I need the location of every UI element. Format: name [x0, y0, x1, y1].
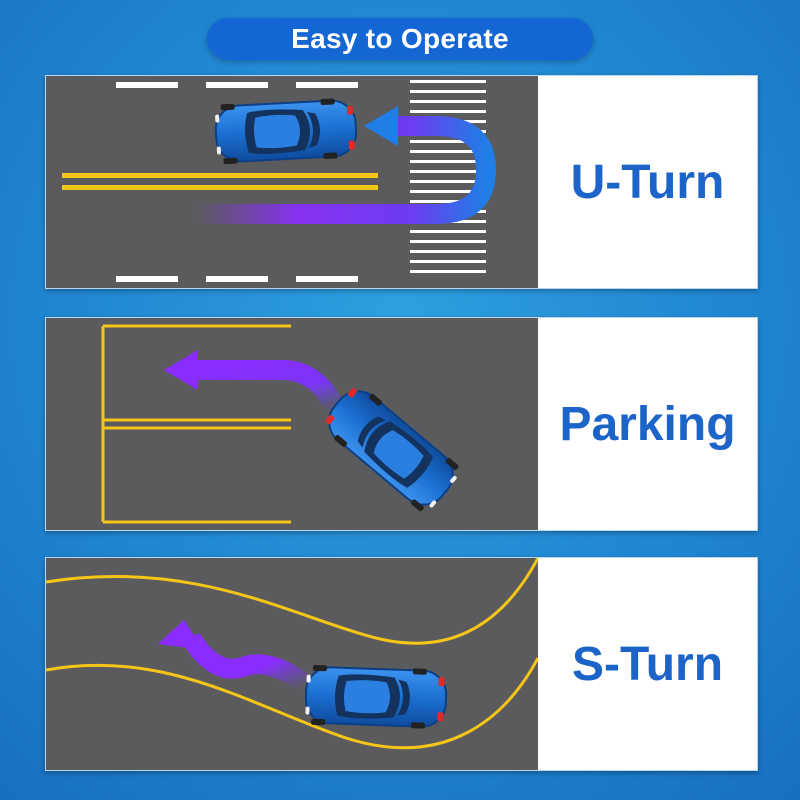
- curved-arrow-icon: [158, 620, 315, 695]
- u-turn-panel: U-Turn: [45, 75, 758, 289]
- car-icon: [303, 663, 449, 731]
- u-turn-road-illustration: [46, 76, 538, 288]
- s-turn-panel: S-Turn: [45, 557, 758, 771]
- u-turn-arrow-icon: [196, 106, 497, 224]
- u-turn-label: U-Turn: [570, 155, 725, 209]
- s-turn-label-box: S-Turn: [538, 558, 757, 770]
- header-title-pill: Easy to Operate: [207, 18, 593, 60]
- parking-road-illustration: [46, 318, 538, 530]
- s-turn-label: S-Turn: [571, 637, 724, 691]
- car-icon: [213, 96, 359, 166]
- left-turn-arrow-icon: [164, 350, 346, 415]
- u-turn-label-box: U-Turn: [538, 76, 757, 288]
- s-turn-road-illustration: [46, 558, 538, 770]
- parking-label: Parking: [559, 397, 736, 451]
- header-title: Easy to Operate: [291, 23, 509, 54]
- parking-panel: Parking: [45, 317, 758, 531]
- parking-label-box: Parking: [538, 318, 757, 530]
